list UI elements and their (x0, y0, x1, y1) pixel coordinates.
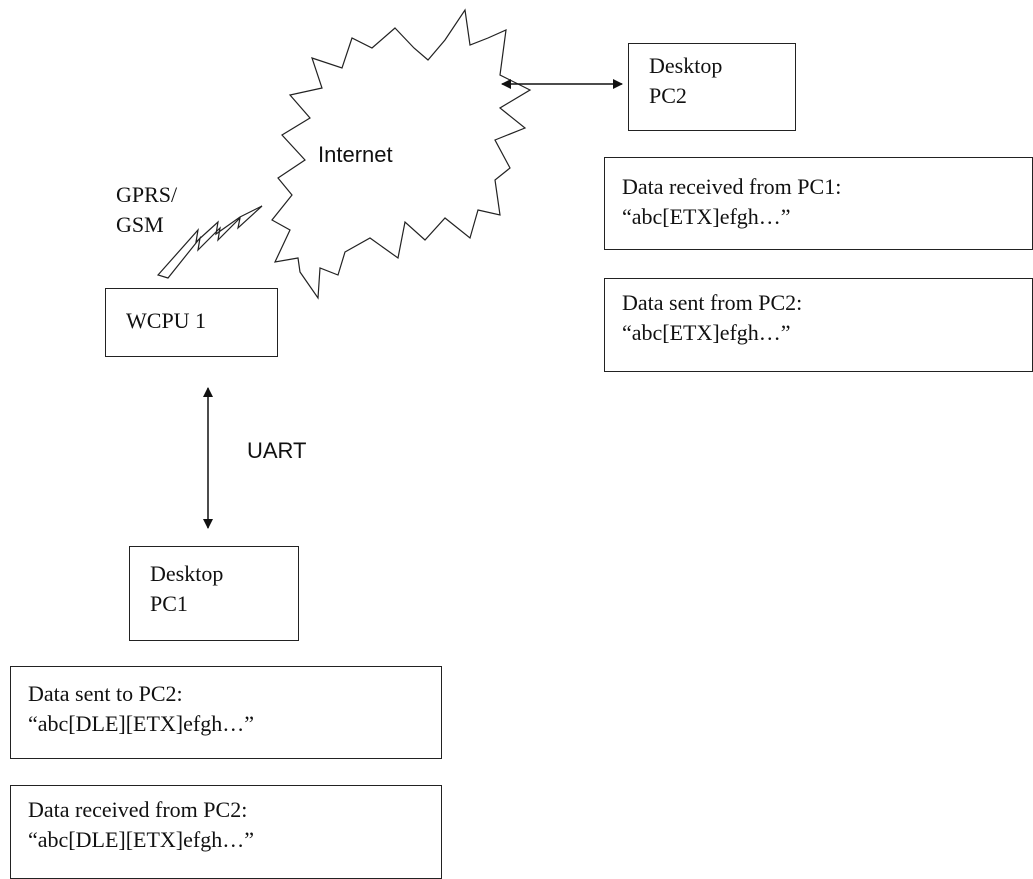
pc1-received-line1: Data received from PC2: (28, 797, 248, 822)
internet-label: Internet (318, 142, 393, 167)
wcpu1-label: WCPU 1 (126, 308, 207, 333)
pc2-sent-line2: “abc[ETX]efgh…” (622, 320, 791, 345)
gprs-gsm-label: GPRS/ GSM (116, 180, 177, 240)
pc1-received-line2: “abc[DLE][ETX]efgh…” (28, 827, 254, 852)
pc2-received-line2: “abc[ETX]efgh…” (622, 204, 791, 229)
pc1-sent-line2: “abc[DLE][ETX]efgh…” (28, 711, 254, 736)
desktop-pc2-node: Desktop PC2 (628, 43, 796, 131)
desktop-pc1-node: Desktop PC1 (129, 546, 299, 641)
pc1-received-note: Data received from PC2: “abc[DLE][ETX]ef… (10, 785, 442, 879)
pc1-sent-note: Data sent to PC2: “abc[DLE][ETX]efgh…” (10, 666, 442, 759)
pc1-sent-line1: Data sent to PC2: (28, 681, 183, 706)
internet-cloud (271, 8, 532, 300)
pc2-received-line1: Data received from PC1: (622, 174, 842, 199)
uart-label: UART (247, 438, 307, 463)
pc2-sent-line1: Data sent from PC2: (622, 290, 803, 315)
wcpu1-node: WCPU 1 (105, 288, 278, 357)
desktop-pc2-line1: Desktop (649, 53, 723, 78)
gprs-label-line2: GSM (116, 212, 164, 237)
desktop-pc2-line2: PC2 (649, 83, 687, 108)
desktop-pc1-line1: Desktop (150, 561, 224, 586)
gprs-label-line1: GPRS/ (116, 182, 178, 207)
pc2-received-note: Data received from PC1: “abc[ETX]efgh…” (604, 157, 1033, 250)
wireless-bolt-icon (156, 205, 263, 279)
pc2-sent-note: Data sent from PC2: “abc[ETX]efgh…” (604, 278, 1033, 372)
desktop-pc1-line2: PC1 (150, 591, 188, 616)
